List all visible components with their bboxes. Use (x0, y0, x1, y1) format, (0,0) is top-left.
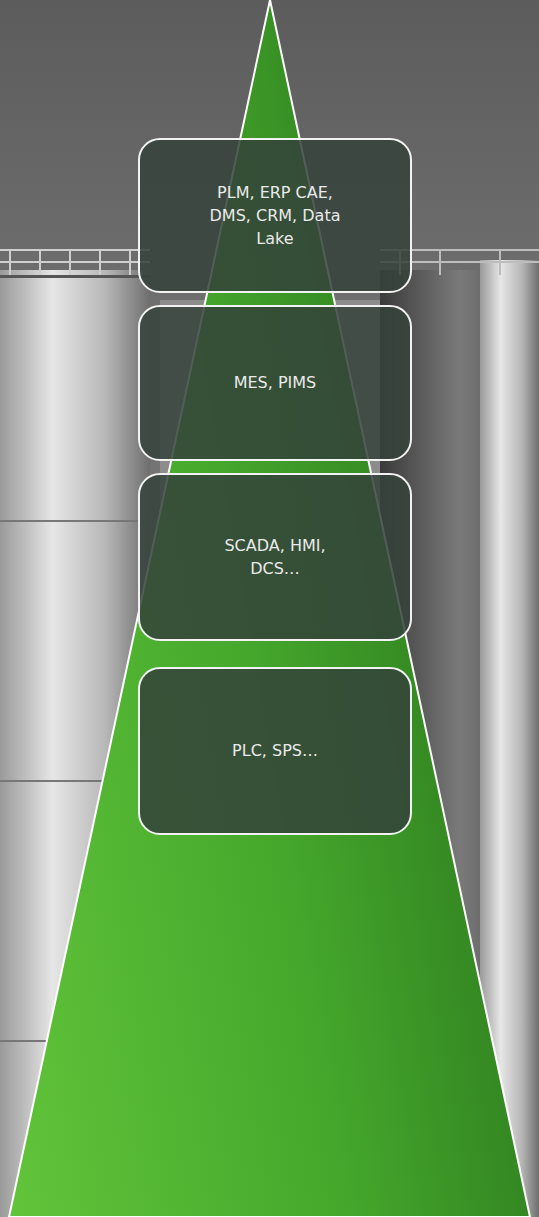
layer-label: SCADA, HMI, DCS… (200, 534, 350, 580)
layer-label: PLC, SPS… (232, 739, 318, 762)
layer-box: PLC, SPS… (138, 667, 412, 835)
layer-label: PLM, ERP CAE, DMS, CRM, Data Lake (200, 181, 350, 251)
layer-box: PLM, ERP CAE, DMS, CRM, Data Lake (138, 138, 412, 293)
layer-box: SCADA, HMI, DCS… (138, 473, 412, 641)
layer-box: MES, PIMS (138, 305, 412, 461)
layer-label: MES, PIMS (234, 371, 317, 394)
